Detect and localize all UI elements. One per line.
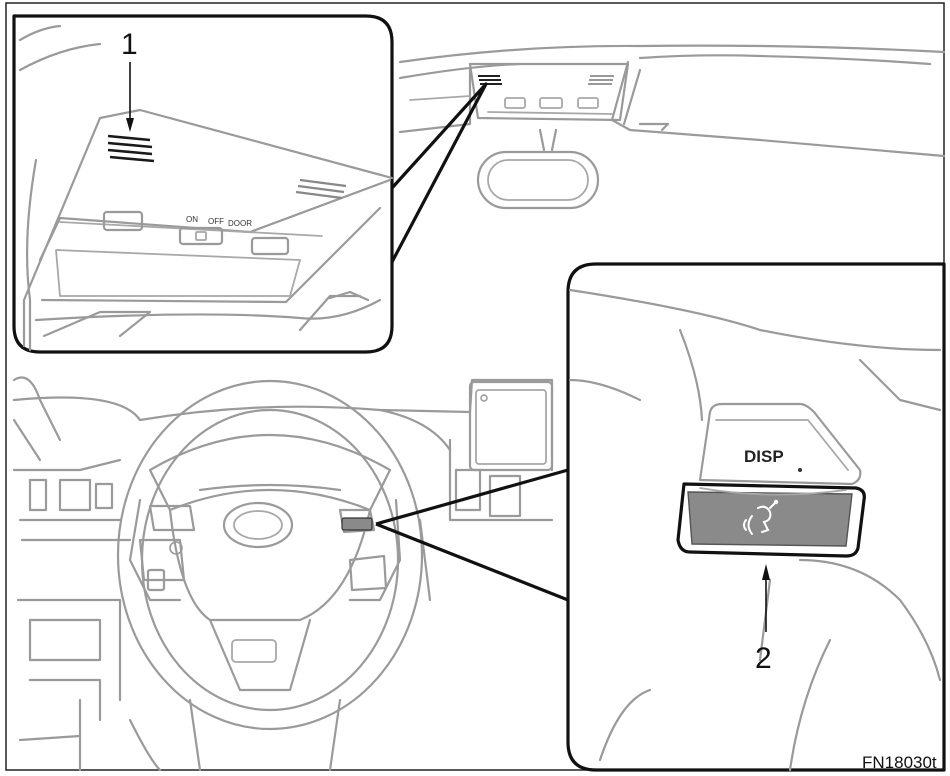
small-vent-right [588,75,614,85]
vent-right [295,178,347,200]
switch-label-door: DOOR [228,219,252,228]
disp-label: DISP [744,447,784,466]
dome-light-switch [178,226,224,246]
steering-wheel-outer [116,379,424,731]
overhead-detail-panel: ON OFF DOOR 1 [12,14,488,354]
small-vent-left [478,75,502,85]
windshield-top-area [398,44,946,210]
map-light-left [102,210,144,232]
switch-label-on: ON [186,215,198,224]
voice-talk-icon [743,499,779,535]
horn-pad-emblem [222,501,294,549]
rearview-mirror [476,150,600,210]
callout-number-2: 2 [755,642,772,675]
dashboard-area [12,376,554,772]
talk-switch-small [341,517,373,531]
switch-label-off: OFF [208,217,224,226]
figure-code: FN18030t [862,753,937,772]
microphone-vent [107,134,155,163]
steering-switch-detail-panel: DISP 2 [375,262,946,772]
callout-number-1: 1 [121,28,138,61]
map-light-right [250,236,290,256]
center-display [468,380,554,472]
disp-button [698,402,862,486]
